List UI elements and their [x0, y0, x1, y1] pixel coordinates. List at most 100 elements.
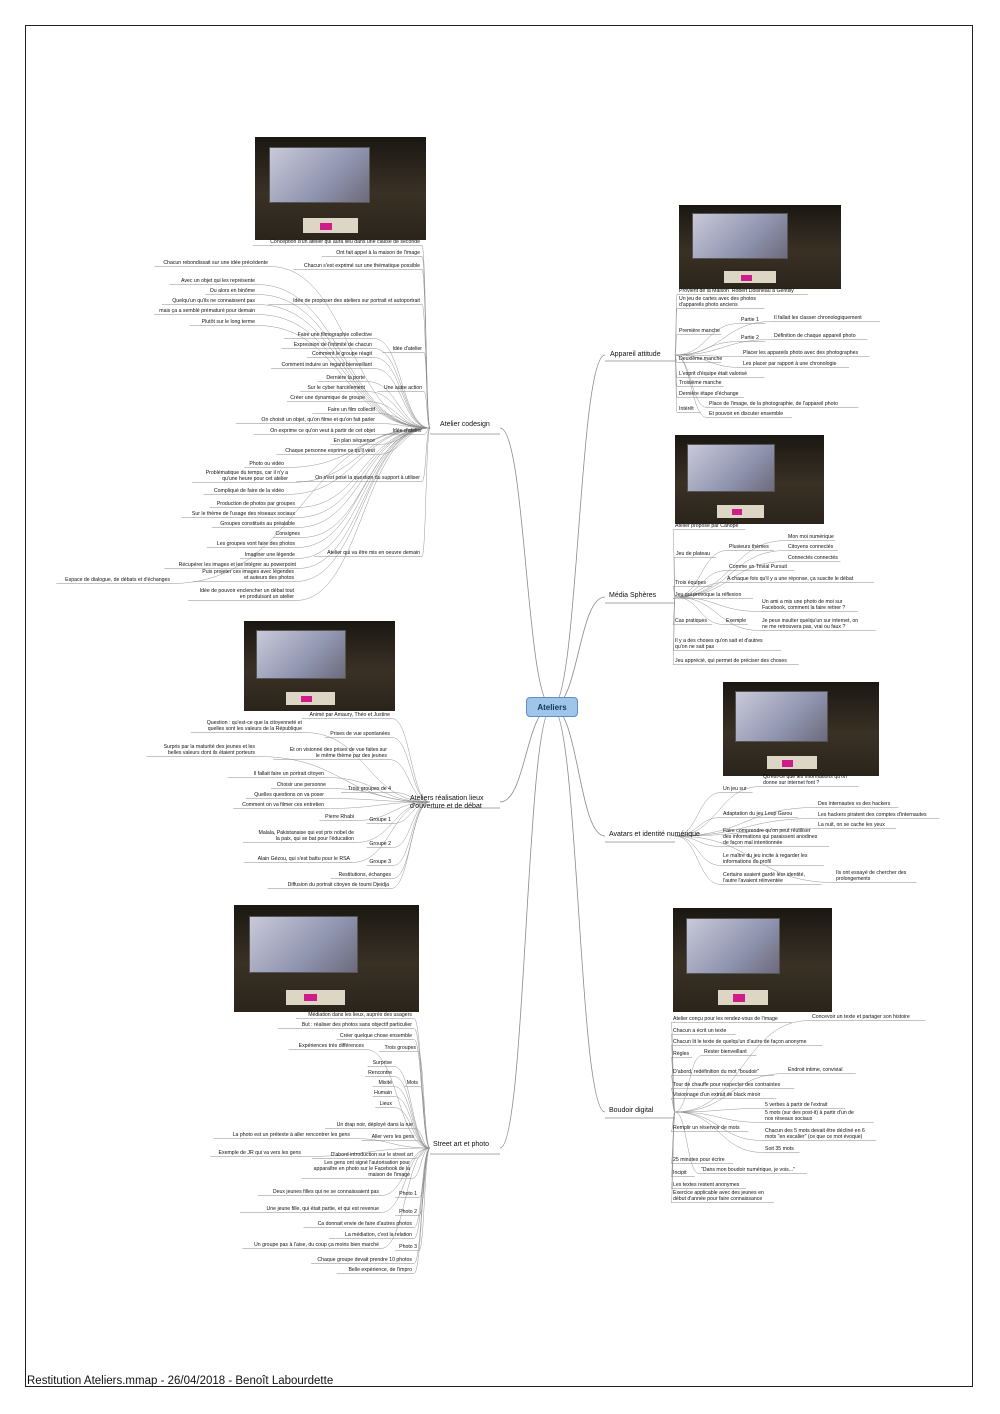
avatars-topic[interactable]: Adaptation du jeu Loup Garou [723, 811, 793, 817]
appareil-topic[interactable]: Un jeu de cartes avec des photos d'appar… [679, 296, 756, 308]
street-topic[interactable]: D'abord introduction sur le street art [330, 1152, 413, 1158]
realisation-topic[interactable]: Quelles questions on va poser [254, 792, 324, 798]
street-topic[interactable]: Créer quelque chose ensemble [339, 1033, 412, 1039]
branch-appareil-title[interactable]: Appareil attitude [610, 351, 661, 358]
street-topic[interactable]: Une jeune fille, qui était partie, et qu… [266, 1206, 379, 1212]
codesign-topic[interactable]: Idée de pouvoir enclencher un débat tout… [199, 588, 294, 600]
boudoir-topic[interactable]: Atelier conçu pour les rendez-vous de l'… [673, 1016, 778, 1022]
media-topic[interactable]: Trois équipes [675, 580, 706, 586]
realisation-topic[interactable]: Choisir une personne [276, 782, 326, 788]
boudoir-topic[interactable]: 5 verbes à partir de l'extrait [765, 1102, 828, 1108]
codesign-topic[interactable]: Consignes [275, 531, 300, 537]
codesign-topic[interactable]: Espace de dialogue, de débats et d'échan… [65, 577, 170, 583]
media-topic[interactable]: Il y a des choses qu'on sait et d'autres… [675, 638, 763, 650]
codesign-topic[interactable]: Une autre action [383, 385, 422, 391]
branch-realisation-title[interactable]: Ateliers réalisation lieux d'ouverture e… [410, 795, 484, 810]
codesign-topic[interactable]: Comment le groupe réagit [312, 351, 372, 357]
codesign-topic[interactable]: Puis projeter ces images avec légendes e… [202, 569, 294, 581]
codesign-topic[interactable]: Récupérer les images et les intégrer au … [178, 562, 296, 568]
street-topic[interactable]: La médiation, c'est la relation [344, 1232, 412, 1238]
codesign-topic[interactable]: Compliqué de faire de la vidéo [213, 488, 284, 494]
boudoir-topic[interactable]: Chacun lit le texte de quelqu'un d'autre… [673, 1039, 807, 1045]
avatars-topic[interactable]: La nuit, on se cache les yeux [818, 822, 885, 828]
street-topic[interactable]: Ca donnait envie de faire d'autres photo… [317, 1221, 412, 1227]
boudoir-topic[interactable]: Règles [673, 1051, 690, 1057]
codesign-topic[interactable]: Production de photos par groupes [216, 501, 295, 507]
codesign-topic[interactable]: Atelier qui va être mis en oeuvre demain [327, 550, 420, 556]
realisation-topic[interactable]: Animé par Amaury, Théo et Justine [309, 712, 390, 718]
branch-avatars-title[interactable]: Avatars et identité numérique [609, 831, 700, 838]
boudoir-topic[interactable]: Tour de chauffe pour respecter des contr… [673, 1082, 781, 1088]
codesign-topic[interactable]: Imaginer une légende [244, 552, 295, 558]
appareil-topic[interactable]: L'esprit d'équipe était valorisé [679, 371, 748, 377]
street-topic[interactable]: Un drap noir, déployé dans la rue [336, 1122, 413, 1128]
codesign-topic[interactable]: On choisit un objet, qu'on filme et qu'o… [261, 417, 375, 423]
codesign-topic[interactable]: Ont fait appel à la maison de l'image [336, 250, 420, 256]
codesign-topic[interactable]: Photo ou vidéo [249, 461, 284, 467]
codesign-topic[interactable]: Idée de proposer des ateliers sur portra… [293, 298, 420, 304]
boudoir-topic[interactable]: "Dans mon boudoir numérique, je vois..." [701, 1167, 795, 1173]
street-topic[interactable]: Aller vers les gens [371, 1134, 414, 1140]
boudoir-topic[interactable]: Endroit intime, convivial [788, 1067, 843, 1073]
media-topic[interactable]: Mon moi numérique [788, 534, 834, 540]
codesign-topic[interactable]: Chacun rebondissait sur une idée précéde… [163, 260, 268, 266]
realisation-topic[interactable]: Pierre Rhabi [325, 814, 354, 820]
street-topic[interactable]: Les gens ont signé l'autorisation pour a… [313, 1160, 410, 1178]
realisation-topic[interactable]: Trois groupes de 4 [347, 786, 391, 792]
codesign-topic[interactable]: Comment induire un regard bienveillant [281, 362, 372, 368]
avatars-topic[interactable]: Des internautes vs des hackers [818, 801, 891, 807]
media-topic[interactable]: A chaque fois qu'il y a une réponse, ça … [727, 576, 854, 582]
codesign-topic[interactable]: Sur le thème de l'usage des réseaux soci… [191, 511, 295, 517]
street-topic[interactable]: Humain [374, 1090, 392, 1096]
street-topic[interactable]: Expériences très différences [298, 1043, 364, 1049]
avatars-topic[interactable]: Le maître du jeu incite à regarder les i… [723, 853, 808, 865]
branch-street-title[interactable]: Street art et photo [433, 1141, 490, 1148]
street-topic[interactable]: Photo 3 [399, 1244, 417, 1250]
realisation-topic[interactable]: Malala, Pakistanaise qui est prix nobel … [258, 830, 354, 842]
boudoir-topic[interactable]: Soit 35 mots [765, 1146, 794, 1152]
appareil-topic[interactable]: Partie 1 [741, 317, 759, 323]
boudoir-topic[interactable]: Rester bienveillant [704, 1049, 747, 1055]
media-topic[interactable]: Jeu qui provoque la réflexion [675, 592, 742, 598]
codesign-topic[interactable]: On s'est posé la question du support à u… [315, 475, 420, 481]
avatars-topic[interactable]: Faire comprendre qu'on peut réutiliser d… [723, 828, 818, 846]
appareil-topic[interactable]: Dernière étape d'échange [679, 391, 739, 397]
street-topic[interactable]: Lieux [379, 1101, 392, 1107]
codesign-topic[interactable]: Créer une dynamique de groupe [290, 395, 365, 401]
street-topic[interactable]: La photo est un prétexte à aller rencont… [232, 1132, 350, 1138]
codesign-topic[interactable]: mais ça a semblé prématuré pour demain [159, 308, 255, 314]
boudoir-topic[interactable]: Remplir un réservoir de mots [673, 1125, 740, 1131]
boudoir-topic[interactable]: Les textes restent anonymes [673, 1182, 740, 1188]
appareil-topic[interactable]: Définition de chaque appareil photo [774, 333, 856, 339]
appareil-topic[interactable]: Deuxième manche [679, 356, 723, 362]
street-topic[interactable]: Belle expérience, de l'impro [348, 1267, 412, 1273]
media-topic[interactable]: Cas pratiques [675, 618, 708, 624]
avatars-topic[interactable]: Les hackers piratent des comptes d'inter… [818, 812, 927, 818]
media-topic[interactable]: Citoyens connectés [788, 544, 834, 550]
codesign-topic[interactable]: On exprime ce qu'on veut à partir de cet… [270, 428, 375, 434]
appareil-topic[interactable]: Première manche [679, 328, 720, 334]
street-topic[interactable]: Deux jeunes filles qui ne se connaissaie… [272, 1189, 379, 1195]
boudoir-topic[interactable]: Exercice applicable avec des jeunes en d… [673, 1190, 764, 1202]
realisation-topic[interactable]: Prises de vue spontanées [330, 731, 390, 737]
codesign-topic[interactable]: Ou alors en binôme [209, 288, 255, 294]
codesign-topic[interactable]: En plan séquence [333, 438, 375, 444]
media-topic[interactable]: Connectés connectés [788, 555, 838, 561]
codesign-topic[interactable]: Faire un film collectif [327, 407, 375, 413]
street-topic[interactable]: Photo 1 [399, 1191, 417, 1197]
street-topic[interactable]: Un groupe pas à l'aise, du coup ça moins… [254, 1242, 379, 1248]
street-topic[interactable]: But : réaliser des photos sans objectif … [301, 1022, 412, 1028]
street-topic[interactable]: Exemple de JR qui va vers les gens [218, 1150, 301, 1156]
boudoir-topic[interactable]: 25 minutes pour écrire [673, 1157, 725, 1163]
codesign-topic[interactable]: Sur le cyber harcèlement [307, 385, 365, 391]
codesign-topic[interactable]: Plutôt sur le long terme [201, 319, 255, 325]
realisation-topic[interactable]: Question : qu'est-ce que la citoyenneté … [206, 720, 302, 732]
appareil-topic[interactable]: Placer les appareils photo avec des phot… [743, 350, 859, 356]
appareil-topic[interactable]: Les placer par rapport à une chronologie [743, 361, 837, 367]
realisation-topic[interactable]: Comment on va filmer ces entretien [242, 802, 324, 808]
avatars-topic[interactable]: Certains avaient gardé leur identité, l'… [723, 872, 805, 884]
media-topic[interactable]: Plusieurs thèmes [729, 544, 769, 550]
branch-codesign-title[interactable]: Atelier codesign [440, 421, 490, 428]
realisation-topic[interactable]: Diffusion du portrait citoyen de toumi D… [287, 882, 389, 888]
street-topic[interactable]: Chaque groupe devait prendre 10 photos [317, 1257, 412, 1263]
